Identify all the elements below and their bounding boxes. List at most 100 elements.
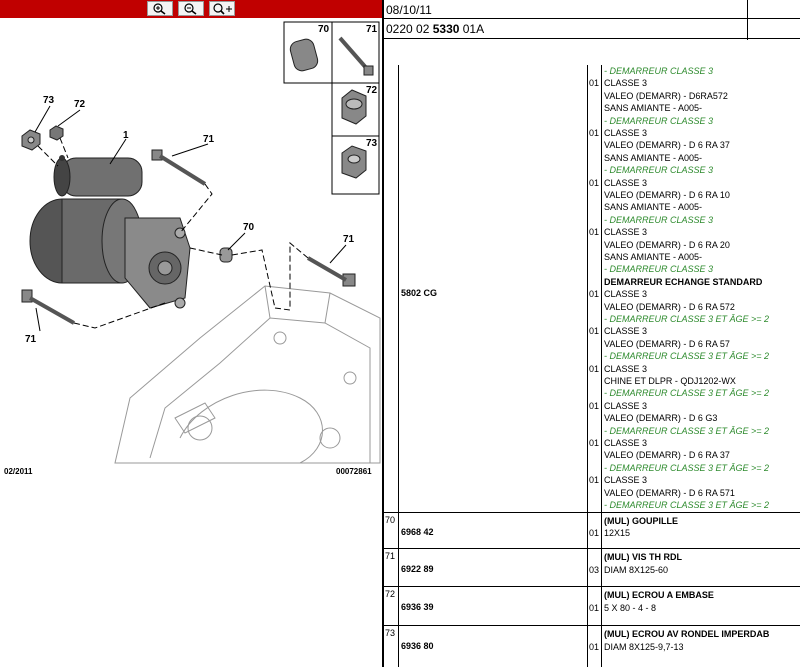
zoom-fit-button[interactable] [209,1,235,16]
header-code: 0220 02 5330 01A [386,22,484,36]
hardware-drawing [21,125,356,325]
part-title: (MUL) ECROU A EMBASE [604,590,714,600]
inset-label-73: 73 [366,138,378,149]
header-date: 08/10/11 [386,3,432,17]
description-line: CHINE ET DLPR - QDJ1202-WX [604,376,736,386]
description-line: VALEO (DEMARR) - D 6 RA 57 [604,338,730,349]
parts-list-pane: 08/10/11 0220 02 5330 01A 5802 CG 01 01 01… [384,0,800,667]
row-number: 71 [384,549,399,586]
ref-value: 6968 42 [401,527,434,537]
zoom-in-icon [153,2,166,15]
qty-value: 01 [589,528,600,538]
callout-labels: 73 72 1 71 70 71 71 [25,95,355,345]
description-cell: (MUL) GOUPILLE 12X15 [602,513,800,548]
callout-73: 73 [43,95,55,106]
description-line: SANS AMIANTE - A005- [604,152,703,163]
description-line: CLASSE 3 [604,289,648,300]
qty-value: 01 [589,438,600,448]
qty-value: 01 [589,177,600,188]
condition-note: - DEMARREUR CLASSE 3 ET ÂGE >= 2 [604,314,770,324]
qty-value: 01 [589,227,600,238]
inset-label-72: 72 [366,85,378,96]
zoom-out-button[interactable] [178,1,204,16]
description-line: CLASSE 3 [604,400,648,411]
part-title: (MUL) GOUPILLE [604,516,678,526]
qty-cell: 01 [588,587,602,625]
description-line: CLASSE 3 [604,363,648,374]
qty-value: 01 [589,78,600,89]
part-title: (MUL) ECROU AV RONDEL IMPERDAB [604,629,770,639]
description-line: CLASSE 3 [604,227,648,238]
inset-72: 72 [331,82,380,137]
header-date-row: 08/10/11 [384,0,800,40]
qty-value: 01 [589,326,600,337]
qty-value: 01 [589,603,600,613]
condition-note: - DEMARREUR CLASSE 3 [604,66,714,76]
description-line: SANS AMIANTE - A005- [604,103,703,114]
table-row-part-72[interactable]: 72 6936 39 01 (MUL) ECROU A EMBASE 5 X 8… [384,587,800,626]
part-desc: 5 X 80 - 4 - 8 [604,603,657,613]
ref-cell: 6968 42 [399,513,588,548]
qty-cell: 01 [588,626,602,667]
description-line: DEMARREUR ECHANGE STANDARD [604,276,763,287]
part-desc: 12X15 [604,528,631,538]
row-number: 73 [384,626,399,667]
diagram-date: 02/2011 [4,467,33,476]
qty-value: 01 [589,475,600,486]
description-line: VALEO (DEMARR) - D 6 RA 20 [604,239,730,250]
description-cell: (MUL) VIS TH RDL DIAM 8X125-60 [602,549,800,586]
qty-cell: 03 [588,549,602,586]
qty-value: 01 [589,642,600,652]
description-cell: (MUL) ECROU AV RONDEL IMPERDAB DIAM 8X12… [602,626,800,667]
qty-value: 01 [589,128,600,138]
zoom-out-icon [184,2,197,15]
row-number: 70 [384,513,399,548]
description-line: CLASSE 3 [604,326,648,337]
callout-70: 70 [243,222,255,233]
qty-value: 01 [589,363,600,374]
part-desc: DIAM 8X125-9,7-13 [604,642,684,652]
code-bold: 5330 [432,22,460,36]
row-number-cell [384,65,399,512]
description-line: CLASSE 3 [604,438,648,448]
inset-71: 71 [331,21,380,84]
table-row-part-71[interactable]: 71 6922 89 03 (MUL) VIS TH RDL DIAM 8X12… [384,549,800,587]
ref-value: 6922 89 [401,564,434,574]
header-code-row: 0220 02 5330 01A [384,19,800,39]
description-line: VALEO (DEMARR) - D 6 RA 37 [604,140,730,151]
assembly-lines [37,137,309,329]
description-line: VALEO (DEMARR) - D 6 RA 37 [604,450,730,461]
table-row-part-70[interactable]: 70 6968 42 01 (MUL) GOUPILLE 12X15 [384,513,800,549]
part-desc: DIAM 8X125-60 [604,565,669,575]
condition-note: - DEMARREUR CLASSE 3 ET ÂGE >= 2 [604,351,770,362]
zoom-in-button[interactable] [147,1,173,16]
condition-note: - DEMARREUR CLASSE 3 [604,165,714,176]
callout-71-lower: 71 [25,334,37,345]
diagram-reference: 00072861 [336,467,372,476]
callout-72: 72 [74,99,86,110]
description-line: VALEO (DEMARR) - D 6 G3 [604,413,718,424]
qty-cell: 01 [588,513,602,548]
exploded-parts-diagram: 73 72 1 71 70 71 71 70 71 72 73 [21,21,381,464]
condition-note: - DEMARREUR CLASSE 3 ET ÂGE >= 2 [604,388,770,399]
condition-note: - DEMARREUR CLASSE 3 ET ÂGE >= 2 [604,500,770,510]
description-line: SANS AMIANTE - A005- [604,252,703,262]
zoom-fit-icon [213,2,232,15]
zoom-toolbar [0,0,383,18]
pane-divider[interactable] [382,0,384,667]
table-row-part-73[interactable]: 73 6936 80 01 (MUL) ECROU AV RONDEL IMPE… [384,626,800,667]
ref-value: 6936 39 [401,602,434,612]
description-line: CLASSE 3 [604,128,648,138]
ref-cell: 6936 80 [399,626,588,667]
condition-note: - DEMARREUR CLASSE 3 [604,115,714,126]
gearbox-housing-drawing [114,285,381,464]
inset-70: 70 [283,21,333,84]
description-line: CLASSE 3 [604,475,648,486]
ref-cell: 5802 CG [399,65,588,512]
description-line: VALEO (DEMARR) - D6RA572 [604,90,728,101]
qty-value: 01 [589,400,600,411]
ref-value: 5802 CG [401,288,438,298]
